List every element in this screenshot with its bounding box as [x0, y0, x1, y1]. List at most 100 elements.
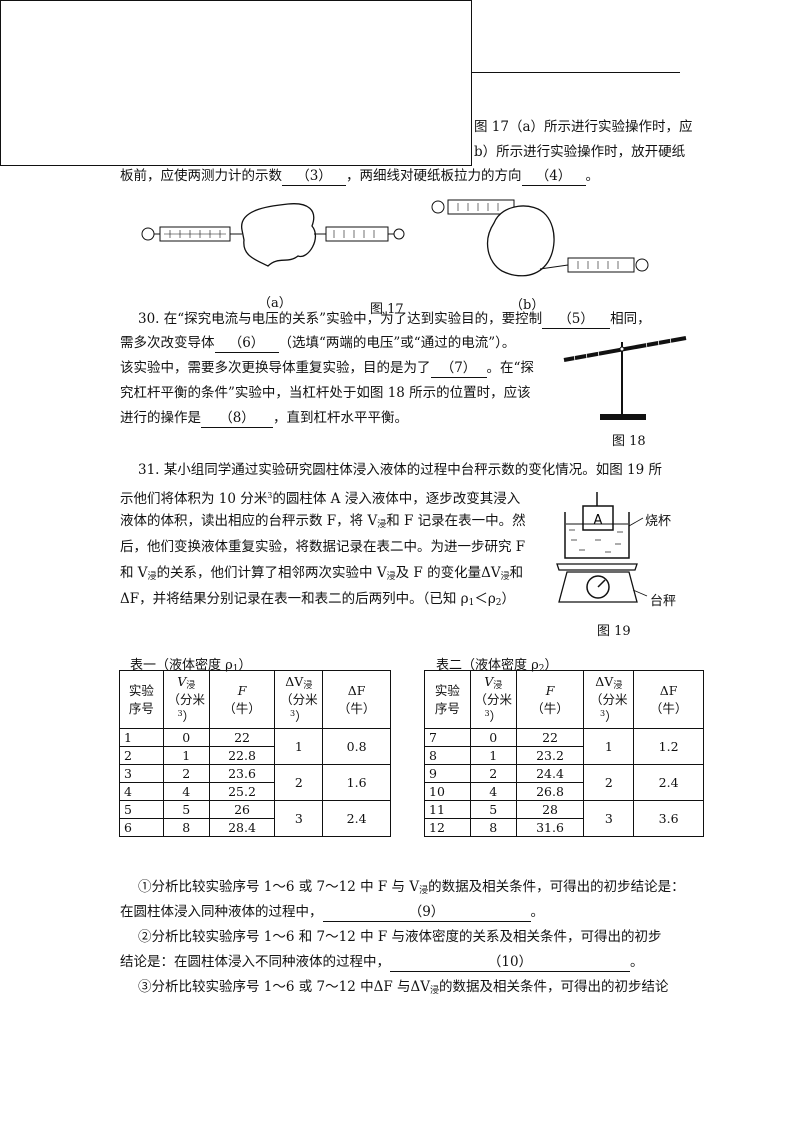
figure-17b [431, 199, 649, 277]
table1-caption: 表一（液体密度 ρ1） [130, 654, 252, 674]
t2-v-12: 8 [469, 818, 517, 837]
th-dv-sub: 浸 [303, 681, 313, 691]
t1-seq-5: 5 [119, 800, 164, 819]
t2-df-1: 1.2 [633, 728, 704, 765]
t2-f-11: 28 [515, 800, 585, 819]
q30-line3-end: 。在“探 [486, 360, 534, 376]
t1-f-4: 25.2 [208, 782, 276, 801]
table-row: 2 1 22.8 [119, 746, 391, 765]
t2-th-v-symbol: V [484, 674, 494, 689]
question-2-line1: ②分析比较实验序号 1～6 和 7～12 中 F 与液体密度的关系及相关条件，可… [138, 929, 662, 945]
table-row: 4 4 25.2 [119, 782, 391, 801]
q31-line6: ΔF，并将结果分别记录在表一和表二的后两列中。（已知 ρ1＜ρ2） [120, 590, 515, 612]
t1-f-3: 23.6 [208, 764, 276, 783]
q31-line3b: 和 F 记录在表一中。然 [386, 513, 526, 529]
figure-17-caption: 图 17 [370, 302, 404, 317]
q1-line1b: 的数据及相关条件，可得出的初步结论是： [428, 879, 685, 895]
q31-line5d: 和 [509, 565, 524, 581]
table-row: 5 5 26 3 2.4 [119, 800, 391, 837]
t2-th-dv-sup: 3 [600, 709, 606, 718]
q31-line5-sub1: 浸 [147, 572, 157, 582]
q31-line2b: 的圆柱体 A 浸入液体中，逐步改变其浸入 [272, 491, 521, 507]
th-dv-sup: 3 [290, 709, 296, 718]
table2-caption-sub: 2 [538, 664, 545, 674]
t2-th-df-unit: （牛） [649, 700, 688, 716]
q29-line3-mid: ，两细线对硬纸板拉力的方向 [346, 168, 522, 184]
blank-8: （8） [201, 409, 273, 428]
t2-th-v-sup: 3 [484, 709, 490, 718]
th-v-sub: 浸 [186, 681, 196, 691]
th-v-unit: （分米 [167, 692, 205, 707]
t2-th-f: F（牛） [515, 670, 585, 729]
q31-line2a: 示他们将体积为 10 分米 [120, 491, 268, 507]
q2-line2-pre: 结论是：在圆柱体浸入不同种液体的过程中， [120, 954, 390, 970]
t2-th-v-unit: （分米 [474, 692, 512, 707]
t1-seq-2: 2 [119, 746, 164, 765]
q31-line5c: 及 F 的变化量ΔV [395, 565, 501, 581]
beaker-label: 烧杯 [645, 514, 672, 529]
table-row: 12 8 31.6 [424, 818, 704, 837]
q31-line3a: 液体的体积，读出相应的台秤示数 F，将 V [120, 513, 378, 529]
q1-line1a: ①分析比较实验序号 1～6 或 7～12 中 F 与 V [138, 879, 420, 895]
blank-10: （10） [390, 953, 630, 972]
table-row: 1 0 22 1 0.8 [119, 728, 391, 765]
th-dv-close: ） [295, 709, 308, 724]
t1-v-3: 2 [162, 764, 210, 783]
question-3-line1: ③分析比较实验序号 1～6 或 7～12 中ΔF 与ΔV浸的数据及相关条件，可得… [138, 978, 669, 1000]
q29-line1-text: 图 17（a）所示进行实验操作时，应 [474, 119, 693, 135]
t1-v-6: 8 [162, 818, 210, 837]
q31-line6-sub2: 2 [495, 598, 502, 608]
t2-f-8: 23.2 [515, 746, 585, 765]
t2-seq-8: 8 [424, 746, 471, 765]
question-1-line2: 在圆柱体浸入同种液体的过程中，（9）。 [120, 903, 544, 922]
t2-dv-2: 2 [583, 764, 635, 801]
blank-6: （6） [214, 334, 279, 353]
q31-line6a: ΔF，并将结果分别记录在表一和表二的后两列中。（已知 ρ [120, 591, 469, 607]
t1-f-6: 28.4 [208, 818, 276, 837]
q30-line2: 需多次改变导体（6）（选填“两端的电压”或“通过的电流”）。 [120, 334, 515, 353]
table1-caption-pre: 表一（液体密度 ρ [130, 658, 233, 673]
t1-seq-6: 6 [119, 818, 164, 837]
redacted-header-box [0, 0, 472, 166]
t1-f-2: 22.8 [208, 746, 276, 765]
t2-seq-7: 7 [424, 728, 471, 747]
th-v-sup: 3 [177, 709, 183, 718]
t2-th-f-unit: （牛） [531, 700, 569, 716]
figure-17a-label: （a） [258, 296, 292, 311]
t2-th-dv-sub: 浸 [613, 681, 623, 691]
q2-line2-end: 。 [630, 954, 644, 970]
figure-18-lever [563, 336, 687, 420]
t2-df-2: 2.4 [633, 764, 704, 801]
q31-line5-sub3: 浸 [500, 572, 510, 582]
th-f-symbol: F [237, 682, 247, 698]
t2-v-10: 4 [469, 782, 517, 801]
q30-line4: 究杠杆平衡的条件”实验中，当杠杆处于如图 18 所示的位置时，应该 [120, 385, 531, 401]
q31-line5a: 和 V [120, 565, 148, 581]
th-df-symbol: ΔF [347, 682, 366, 698]
t1-seq-3: 3 [119, 764, 164, 783]
t1-f-5: 26 [208, 800, 276, 819]
q3-line1b: 的数据及相关条件，可得出的初步结论 [439, 979, 669, 995]
t1-v-1: 0 [162, 728, 210, 747]
t1-df-2: 1.6 [322, 764, 391, 801]
q29-line2: b）所示进行实验操作时，放开硬纸 [474, 143, 685, 161]
q1-line1-sub: 浸 [419, 886, 429, 896]
q1-line2-pre: 在圆柱体浸入同种液体的过程中， [120, 904, 323, 920]
t2-dv-3: 3 [583, 800, 635, 837]
q31-line3-sub: 浸 [377, 520, 387, 530]
t1-df-3: 2.4 [322, 800, 391, 837]
cylinder-a-label: A [594, 513, 603, 528]
q29-line3-end: 。 [585, 168, 600, 184]
figure-17b-label: （b） [510, 298, 545, 313]
th-dv-symbol: ΔV [285, 674, 304, 689]
q31-line6b: ＜ρ [474, 591, 496, 607]
t2-th-dv-symbol: ΔV [595, 674, 614, 689]
q30-line3: 该实验中，需要多次更换导体重复实验，目的是为了（7）。在“探 [120, 359, 534, 378]
q31-line2: 示他们将体积为 10 分米3的圆柱体 A 浸入液体中，逐步改变其浸入 [120, 487, 520, 508]
q31-line4: 后，他们变换液体重复实验，将数据记录在表二中。为进一步研究 F [120, 539, 526, 555]
table-row: 6 8 28.4 [119, 818, 391, 837]
blank-4: （4） [521, 167, 586, 186]
